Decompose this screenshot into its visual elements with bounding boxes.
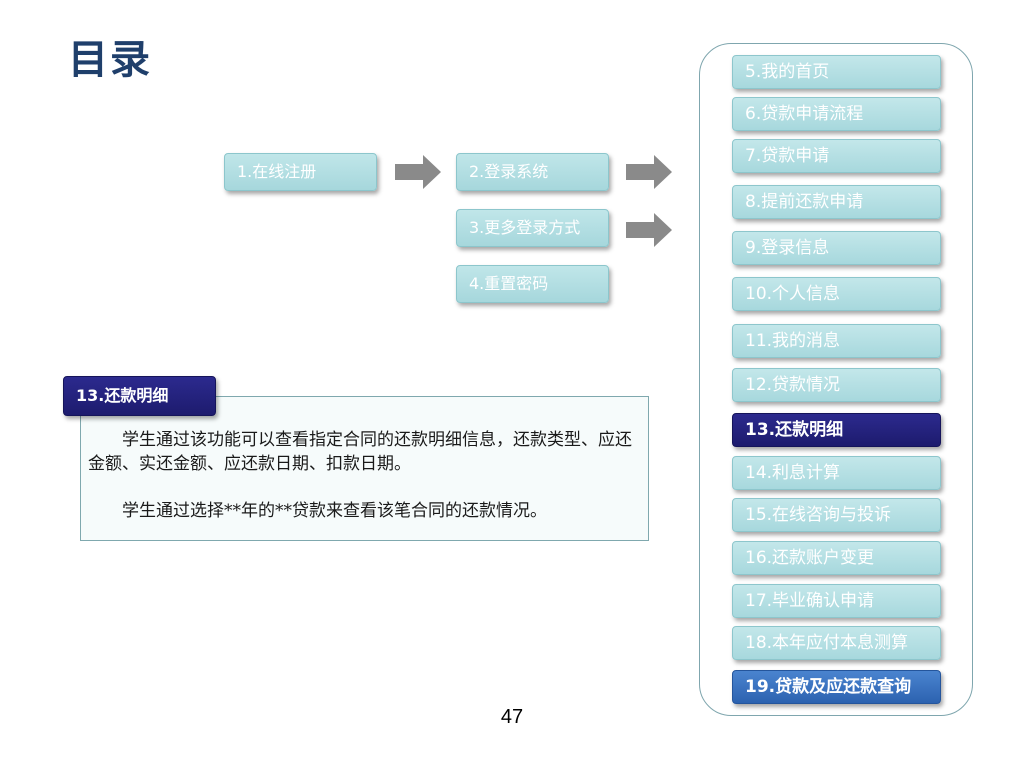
page-title: 目录 [68,37,152,83]
nav-item-login-info[interactable]: 9.登录信息 [732,231,941,265]
step-login-button[interactable]: 2.登录系统 [456,153,609,191]
nav-item-home[interactable]: 5.我的首页 [732,55,941,89]
nav-item-interest-calc[interactable]: 14.利息计算 [732,456,941,490]
arrow-right-icon [626,155,672,189]
nav-item-loan-process[interactable]: 6.贷款申请流程 [732,97,941,131]
nav-item-yearly-estimate[interactable]: 18.本年应付本息测算 [732,626,941,660]
step-online-register-button[interactable]: 1.在线注册 [224,153,377,191]
step-more-login-button[interactable]: 3.更多登录方式 [456,209,609,247]
nav-item-loan-status[interactable]: 12.贷款情况 [732,368,941,402]
nav-item-personal-info[interactable]: 10.个人信息 [732,277,941,311]
step-reset-password-button[interactable]: 4.重置密码 [456,265,609,303]
nav-item-messages[interactable]: 11.我的消息 [732,324,941,358]
arrow-right-icon [626,213,672,247]
page-number: 47 [500,706,524,728]
arrow-right-icon [395,155,441,189]
nav-item-loan-apply[interactable]: 7.贷款申请 [732,139,941,173]
description-paragraph-2: 学生通过选择**年的**贷款来查看该笔合同的还款情况。 [122,501,547,521]
description-box [80,396,649,541]
description-paragraph-1: 学生通过该功能可以查看指定合同的还款明细信息，还款类型、应还金额、实还金额、应还… [88,430,632,474]
nav-item-online-consult[interactable]: 15.在线咨询与投诉 [732,498,941,532]
nav-item-early-repay[interactable]: 8.提前还款申请 [732,185,941,219]
nav-item-repay-detail[interactable]: 13.还款明细 [732,413,941,447]
description-tab: 13.还款明细 [63,376,216,416]
nav-item-loan-query[interactable]: 19.贷款及应还款查询 [732,670,941,704]
nav-item-graduation-confirm[interactable]: 17.毕业确认申请 [732,584,941,618]
nav-item-account-change[interactable]: 16.还款账户变更 [732,541,941,575]
